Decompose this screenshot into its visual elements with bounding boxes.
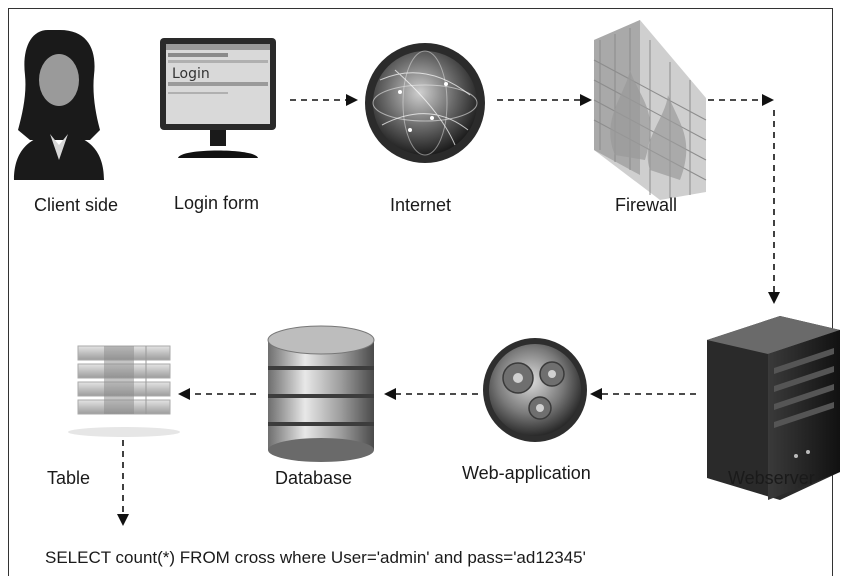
label-client-side: Client side bbox=[34, 195, 119, 215]
webserver-icon bbox=[707, 316, 840, 500]
label-webserver: Webserver bbox=[728, 468, 815, 488]
web-application-gears-icon bbox=[483, 338, 587, 442]
database-icon bbox=[267, 325, 375, 462]
sql-query-text: SELECT count(*) FROM cross where User='a… bbox=[45, 548, 586, 567]
label-web-application: Web-application bbox=[462, 463, 591, 483]
label-login-form: Login form bbox=[174, 193, 260, 213]
label-table: Table bbox=[47, 468, 91, 488]
label-firewall: Firewall bbox=[615, 195, 678, 215]
firewall-icon bbox=[593, 20, 707, 200]
login-monitor-icon bbox=[160, 38, 276, 158]
table-icon bbox=[68, 345, 180, 437]
diagram-frame bbox=[8, 8, 833, 576]
label-internet: Internet bbox=[390, 195, 452, 215]
label-database: Database bbox=[275, 468, 353, 488]
login-screen-title: Login bbox=[172, 66, 210, 82]
client-person-icon bbox=[14, 30, 104, 180]
internet-globe-icon bbox=[365, 43, 485, 163]
